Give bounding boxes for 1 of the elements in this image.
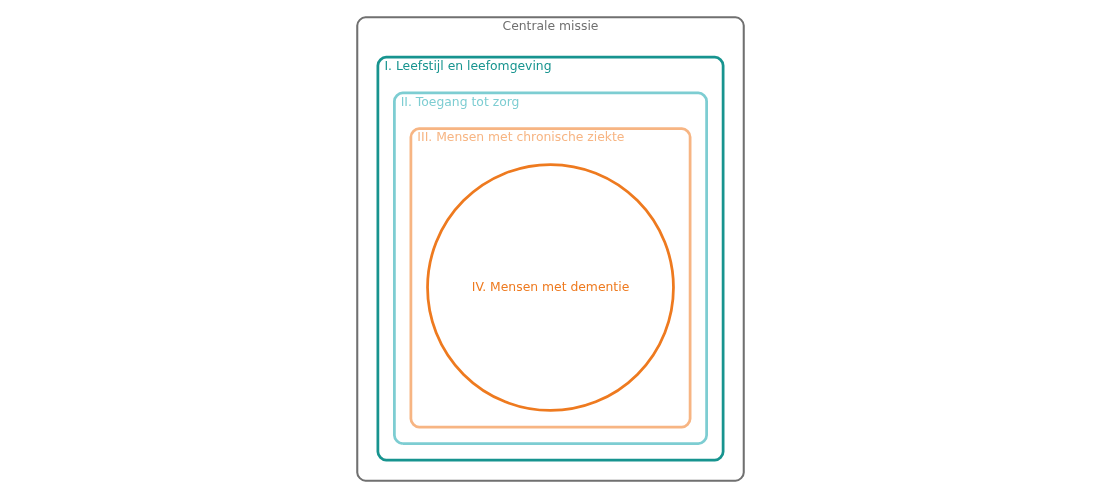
node-circle: IV. Mensen met dementie (426, 162, 675, 412)
